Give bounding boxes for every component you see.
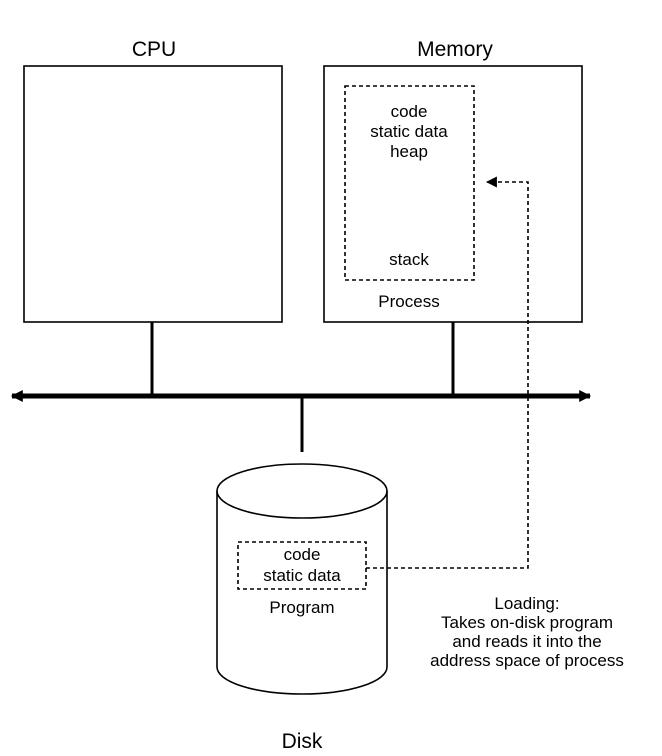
- program-segment-code: code: [284, 545, 321, 564]
- loading-note-line-1: Loading:: [494, 594, 559, 613]
- program-image: [237, 541, 367, 590]
- loading-note-line-4: address space of process: [430, 651, 624, 670]
- loading-note-line-2: Takes on-disk program: [441, 613, 613, 632]
- process-segment-stack: stack: [389, 250, 429, 269]
- memory-title: Memory: [417, 38, 493, 61]
- process-label: Process: [378, 292, 439, 311]
- disk-cylinder-body: [216, 491, 388, 695]
- program-label: Program: [269, 598, 334, 617]
- disk-cylinder-top: [216, 463, 388, 519]
- process-address-space: [344, 85, 475, 281]
- disk-title: Disk: [282, 730, 323, 753]
- process-segment-code: code: [391, 102, 428, 121]
- program-segment-static-data: static data: [263, 566, 341, 585]
- process-segment-heap: heap: [390, 142, 428, 161]
- cpu-box: [23, 65, 283, 323]
- loading-arrow: [366, 176, 529, 569]
- memory-box: [323, 65, 583, 323]
- process-segment-static-data: static data: [370, 122, 448, 141]
- loading-note-line-3: and reads it into the: [452, 632, 601, 651]
- cpu-title: CPU: [132, 38, 176, 61]
